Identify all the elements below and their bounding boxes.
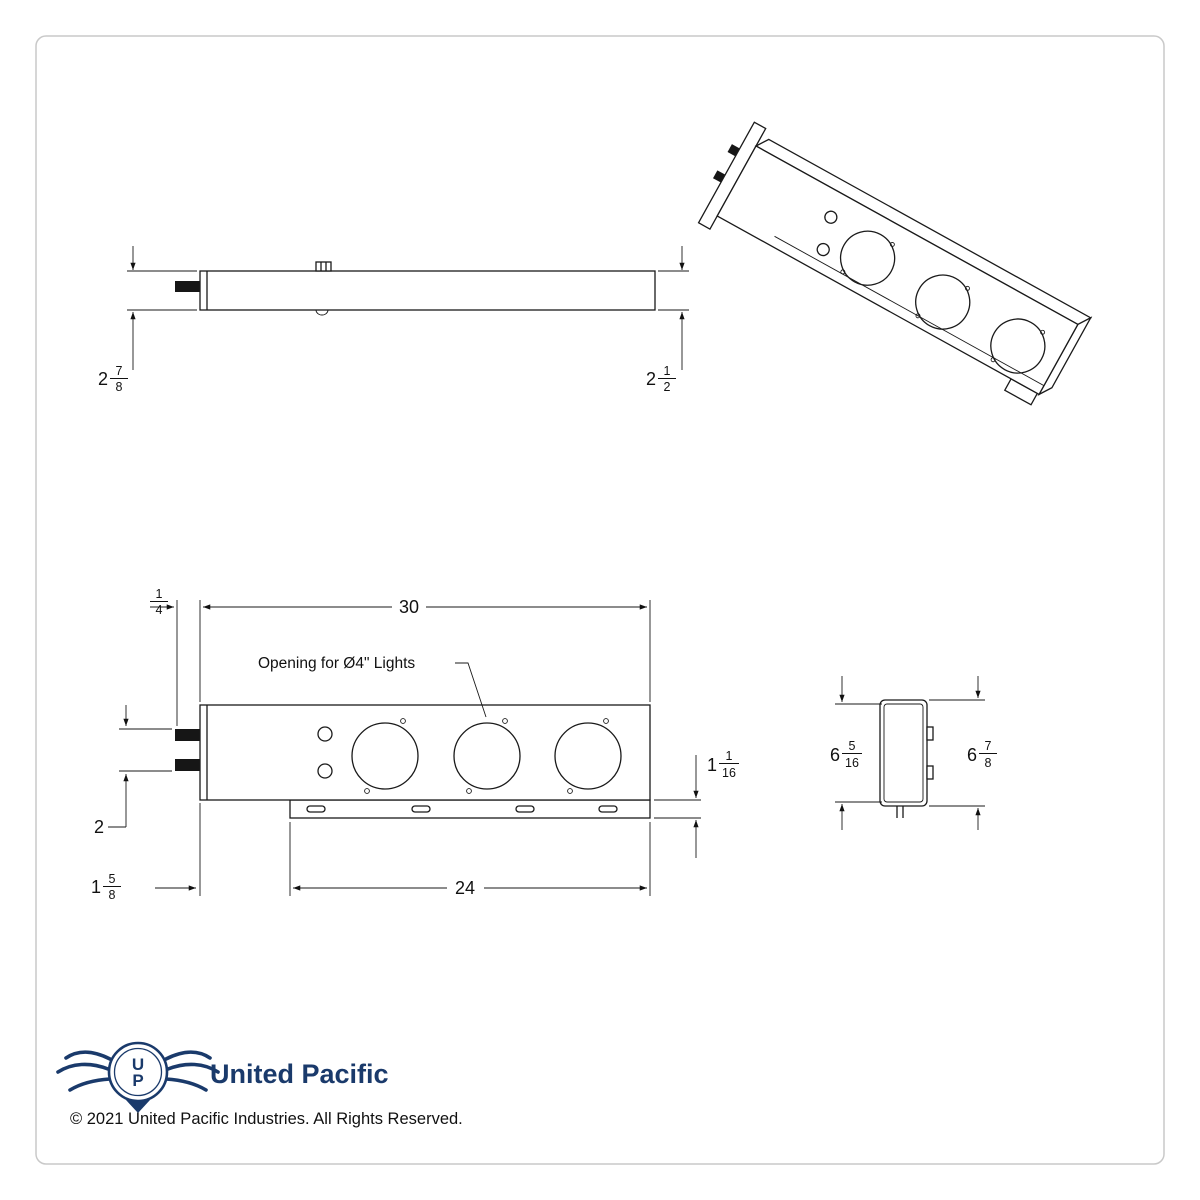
svg-text:7: 7	[985, 739, 992, 753]
light-opening	[839, 230, 896, 286]
united-pacific-logo-icon: U P	[56, 1041, 220, 1113]
wing-right	[164, 1050, 212, 1061]
bottom-bolt-detail	[315, 309, 329, 316]
light-opening	[915, 274, 971, 330]
bracket-slot	[411, 805, 431, 813]
front-view: 1 4 30 Opening for Ø4" Lights 1 1 16 2 1…	[91, 587, 739, 902]
end-profile-inner	[883, 703, 924, 803]
svg-text:7: 7	[116, 364, 123, 378]
svg-text:16: 16	[845, 756, 859, 770]
bar-front-face	[716, 145, 1079, 396]
dim-end-outer-height: 6 7 8	[967, 739, 997, 770]
annotation-leader	[455, 662, 487, 718]
svg-text:5: 5	[849, 739, 856, 753]
light-bar-body	[199, 704, 651, 801]
dim-side-height-right: 2 1 2	[646, 364, 676, 394]
top-tab	[315, 261, 332, 272]
svg-text:2: 2	[646, 369, 656, 389]
connector-pin	[175, 281, 201, 292]
dim-bracket-height: 1 1 16	[707, 749, 739, 780]
svg-text:6: 6	[830, 745, 840, 765]
copyright-text: © 2021 United Pacific Industries. All Ri…	[70, 1110, 463, 1128]
bracket-slot	[306, 805, 326, 813]
svg-text:1: 1	[91, 877, 101, 897]
light-opening	[351, 722, 419, 790]
dim-bracket-width: 24	[455, 878, 475, 898]
light-bar-body	[199, 270, 656, 311]
svg-text:5: 5	[109, 872, 116, 886]
dim-side-height-left: 2 7 8	[98, 364, 128, 394]
svg-text:U: U	[132, 1055, 144, 1074]
logo-prow	[126, 1100, 150, 1113]
svg-text:8: 8	[985, 756, 992, 770]
page-border	[35, 35, 1165, 1165]
dim-pin-spacing: 2	[94, 817, 104, 837]
dim-end-offset: 1 4	[150, 587, 168, 617]
connector-pin	[175, 729, 201, 741]
dim-bottom-offset: 1 5 8	[91, 872, 121, 902]
small-hole	[816, 242, 830, 257]
svg-text:1: 1	[664, 364, 671, 378]
brand-name: United Pacific	[210, 1059, 389, 1089]
small-hole	[824, 210, 838, 224]
svg-text:8: 8	[109, 888, 116, 902]
dim-end-inner-height: 6 5 16	[830, 739, 862, 770]
svg-text:2: 2	[664, 380, 671, 394]
light-opening	[554, 722, 622, 790]
end-profile-outer	[879, 699, 928, 807]
svg-text:8: 8	[116, 380, 123, 394]
mounting-bracket	[289, 799, 651, 819]
light-opening	[990, 318, 1046, 374]
small-hole	[317, 763, 333, 779]
small-hole	[317, 726, 333, 742]
side-profile-view: 2 7 8 2 1 2	[98, 246, 689, 394]
side-tab	[926, 765, 934, 780]
light-opening-annotation: Opening for Ø4" Lights	[258, 655, 415, 672]
svg-text:2: 2	[98, 369, 108, 389]
footer: U P United Pacific © 2021 United Pacific…	[56, 1041, 463, 1128]
wing-left	[64, 1050, 112, 1061]
svg-text:1: 1	[707, 755, 717, 775]
end-view: 6 5 16 6 7 8	[830, 676, 997, 830]
connector-pin	[175, 759, 201, 771]
dim-overall-width: 30	[399, 597, 419, 617]
svg-text:16: 16	[722, 766, 736, 780]
svg-text:1: 1	[156, 587, 163, 601]
bracket-slot	[515, 805, 535, 813]
side-tab	[926, 726, 934, 741]
light-opening	[453, 722, 521, 790]
svg-text:P: P	[132, 1071, 143, 1090]
svg-text:4: 4	[156, 603, 163, 617]
svg-text:1: 1	[726, 749, 733, 763]
isometric-view	[697, 121, 1093, 406]
bracket-slot	[598, 805, 618, 813]
svg-text:6: 6	[967, 745, 977, 765]
